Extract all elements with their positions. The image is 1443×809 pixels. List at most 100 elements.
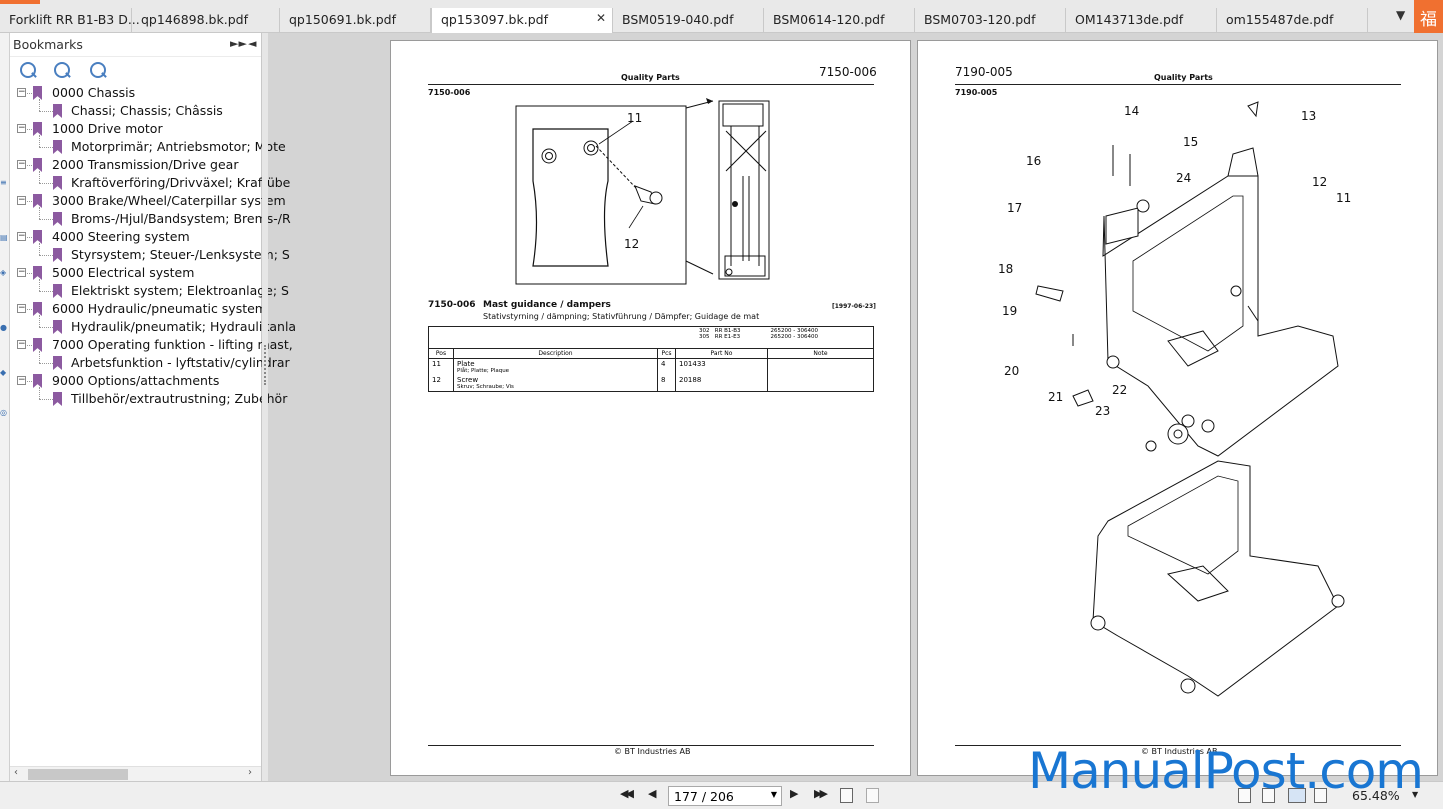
bookmark-label: Hydraulik/pneumatik; Hydraulikanla — [71, 319, 297, 334]
tab-bsm0614[interactable]: BSM0614-120.pdf — [764, 8, 915, 33]
attachment-icon[interactable]: ◆ — [0, 368, 7, 377]
tree-connector — [39, 207, 40, 219]
first-page-button[interactable]: ◀◀ — [620, 787, 634, 800]
tab-bsm0703[interactable]: BSM0703-120.pdf — [915, 8, 1066, 33]
tab-label: OM143713de.pdf — [1075, 12, 1184, 27]
bookmark-child[interactable]: Styrsystem; Steuer-/Lenksystem; S — [10, 243, 290, 264]
tree-connector — [39, 351, 40, 363]
bookmark-child[interactable]: Hydraulik/pneumatik; Hydraulikanla — [10, 315, 296, 336]
previous-view-icon[interactable] — [840, 788, 853, 803]
chevron-down-icon[interactable]: ▼ — [770, 790, 777, 799]
layers-icon[interactable]: ≡ — [0, 178, 7, 187]
pages-icon[interactable]: ▤ — [0, 233, 8, 242]
model-name: RR E1-E3 — [714, 334, 741, 340]
tree-connector — [27, 237, 32, 238]
bookmark-child[interactable]: Elektriskt system; Elektroanlage; S — [10, 279, 289, 300]
collapse-toggle-icon[interactable]: − — [17, 231, 26, 241]
collapse-toggle-icon[interactable]: − — [17, 159, 26, 169]
tab-bsm0519[interactable]: BSM0519-040.pdf — [613, 8, 764, 33]
bookmark-child[interactable]: Broms-/Hjul/Bandsystem; Brems-/R — [10, 207, 291, 228]
next-view-icon[interactable] — [866, 788, 879, 803]
collapse-panel-icon[interactable]: ◄ — [248, 37, 257, 50]
zoom-level[interactable]: 65.48% — [1352, 788, 1400, 803]
cell-part-no: 20188 — [675, 375, 768, 392]
tab-forklift-rr[interactable]: Forklift RR B1-B3 D... — [0, 8, 140, 33]
bookmark-node[interactable]: −4000 Steering system — [10, 228, 261, 246]
bookmark-node[interactable]: −3000 Brake/Wheel/Caterpillar system — [10, 192, 286, 210]
bookmark-node[interactable]: −5000 Electrical system — [10, 264, 261, 282]
bookmark-toolbar — [10, 57, 261, 83]
tab-qp146898[interactable]: qp146898.bk.pdf — [132, 8, 280, 33]
tab-qp150691[interactable]: qp150691.bk.pdf — [280, 8, 431, 33]
tab-qp153097[interactable]: qp153097.bk.pdf ✕ — [431, 8, 613, 33]
watermark: ManualPost.com — [1028, 742, 1424, 800]
close-icon[interactable]: ✕ — [595, 11, 606, 25]
tab-label: BSM0519-040.pdf — [622, 12, 734, 27]
bookmark-label: Broms-/Hjul/Bandsystem; Brems-/R — [71, 211, 291, 226]
tab-label: qp150691.bk.pdf — [289, 12, 396, 27]
collapse-toggle-icon[interactable]: − — [17, 123, 26, 133]
tree-connector — [27, 273, 32, 274]
callout-14: 14 — [1124, 104, 1140, 118]
bookmark-child[interactable]: Chassi; Chassis; Châssis — [10, 99, 261, 120]
tree-connector — [39, 171, 40, 183]
bookmark-add-icon[interactable] — [54, 62, 70, 78]
bookmark-node[interactable]: −2000 Transmission/Drive gear — [10, 156, 261, 174]
comment-icon[interactable]: ● — [0, 323, 7, 332]
tree-connector — [39, 327, 53, 328]
callout-18: 18 — [998, 262, 1014, 276]
continuous-view-icon[interactable] — [1262, 788, 1275, 803]
zoom-dropdown-icon[interactable]: ▼ — [1412, 790, 1419, 799]
callout-22: 22 — [1112, 383, 1128, 397]
collapse-toggle-icon[interactable]: − — [17, 195, 26, 205]
page-number-input[interactable]: 177 / 206 ▼ — [668, 786, 782, 806]
horizontal-scrollbar[interactable]: ‹ › — [10, 766, 261, 781]
footer-rule — [955, 745, 1401, 746]
parts-table: 302 RR B1-B3 305 RR E1-E3 265200 - 30640… — [428, 326, 874, 392]
scroll-thumb[interactable] — [28, 769, 128, 780]
callout-12: 12 — [624, 237, 640, 251]
cell-pcs: 4 — [657, 358, 676, 375]
facing-view-icon[interactable] — [1288, 788, 1306, 803]
bookmark-label: Elektriskt system; Elektroanlage; S — [71, 283, 289, 298]
tab-om155487[interactable]: om155487de.pdf — [1217, 8, 1368, 33]
status-bar: ◀◀ ◀ 177 / 206 ▼ ▶ ▶▶ 65.48% ▼ — [0, 781, 1443, 809]
collapse-toggle-icon[interactable]: − — [17, 375, 26, 385]
bookmark-node[interactable]: −1000 Drive motor — [10, 120, 261, 138]
single-page-view-icon[interactable] — [1238, 788, 1251, 803]
bookmark-node[interactable]: −7000 Operating funktion - lifting mast, — [10, 336, 293, 354]
tab-label: qp153097.bk.pdf — [441, 12, 548, 27]
expand-panel-icon[interactable]: ►► — [230, 37, 247, 50]
search-icon[interactable]: ◎ — [0, 408, 7, 417]
bookmark-child[interactable]: Kraftöverföring/Drivväxel; Kraftübe — [10, 171, 290, 192]
callout-17: 17 — [1007, 201, 1023, 215]
bookmark-node[interactable]: −0000 Chassis — [10, 84, 261, 102]
tab-label: BSM0703-120.pdf — [924, 12, 1036, 27]
next-page-button[interactable]: ▶ — [790, 787, 799, 800]
collapse-toggle-icon[interactable]: − — [17, 303, 26, 313]
prev-page-button[interactable]: ◀ — [648, 787, 657, 800]
last-page-button[interactable]: ▶▶ — [814, 787, 828, 800]
bookmarks-header: Bookmarks ►► ◄ — [10, 33, 261, 57]
link-icon[interactable]: ◈ — [0, 268, 7, 277]
splitter-grip[interactable] — [264, 345, 266, 385]
bookmark-node[interactable]: −9000 Options/attachments — [10, 372, 261, 390]
continuous-facing-view-icon[interactable] — [1314, 788, 1327, 803]
bookmark-search-icon[interactable] — [90, 62, 106, 78]
collapse-toggle-icon[interactable]: − — [17, 87, 26, 97]
collapse-toggle-icon[interactable]: − — [17, 267, 26, 277]
callout-11: 11 — [627, 111, 643, 125]
tab-overflow-icon[interactable]: ▼ — [1396, 8, 1406, 22]
bookmark-find-icon[interactable] — [20, 62, 36, 78]
scroll-left-icon[interactable]: ‹ — [14, 767, 18, 778]
scroll-right-icon[interactable]: › — [248, 767, 252, 778]
bookmark-node[interactable]: −6000 Hydraulic/pneumatic system — [10, 300, 267, 318]
tab-label: Forklift RR B1-B3 D... — [9, 12, 140, 27]
panel-splitter[interactable] — [262, 33, 268, 781]
collapse-toggle-icon[interactable]: − — [17, 339, 26, 349]
tab-om143713[interactable]: OM143713de.pdf — [1066, 8, 1217, 33]
bookmark-child[interactable]: Tillbehör/extrautrustning; Zubehör — [10, 387, 287, 408]
bookmark-child[interactable]: Motorprimär; Antriebsmotor; Mote — [10, 135, 286, 156]
bookmark-child[interactable]: Arbetsfunktion - lyftstativ/cylindrar — [10, 351, 290, 372]
